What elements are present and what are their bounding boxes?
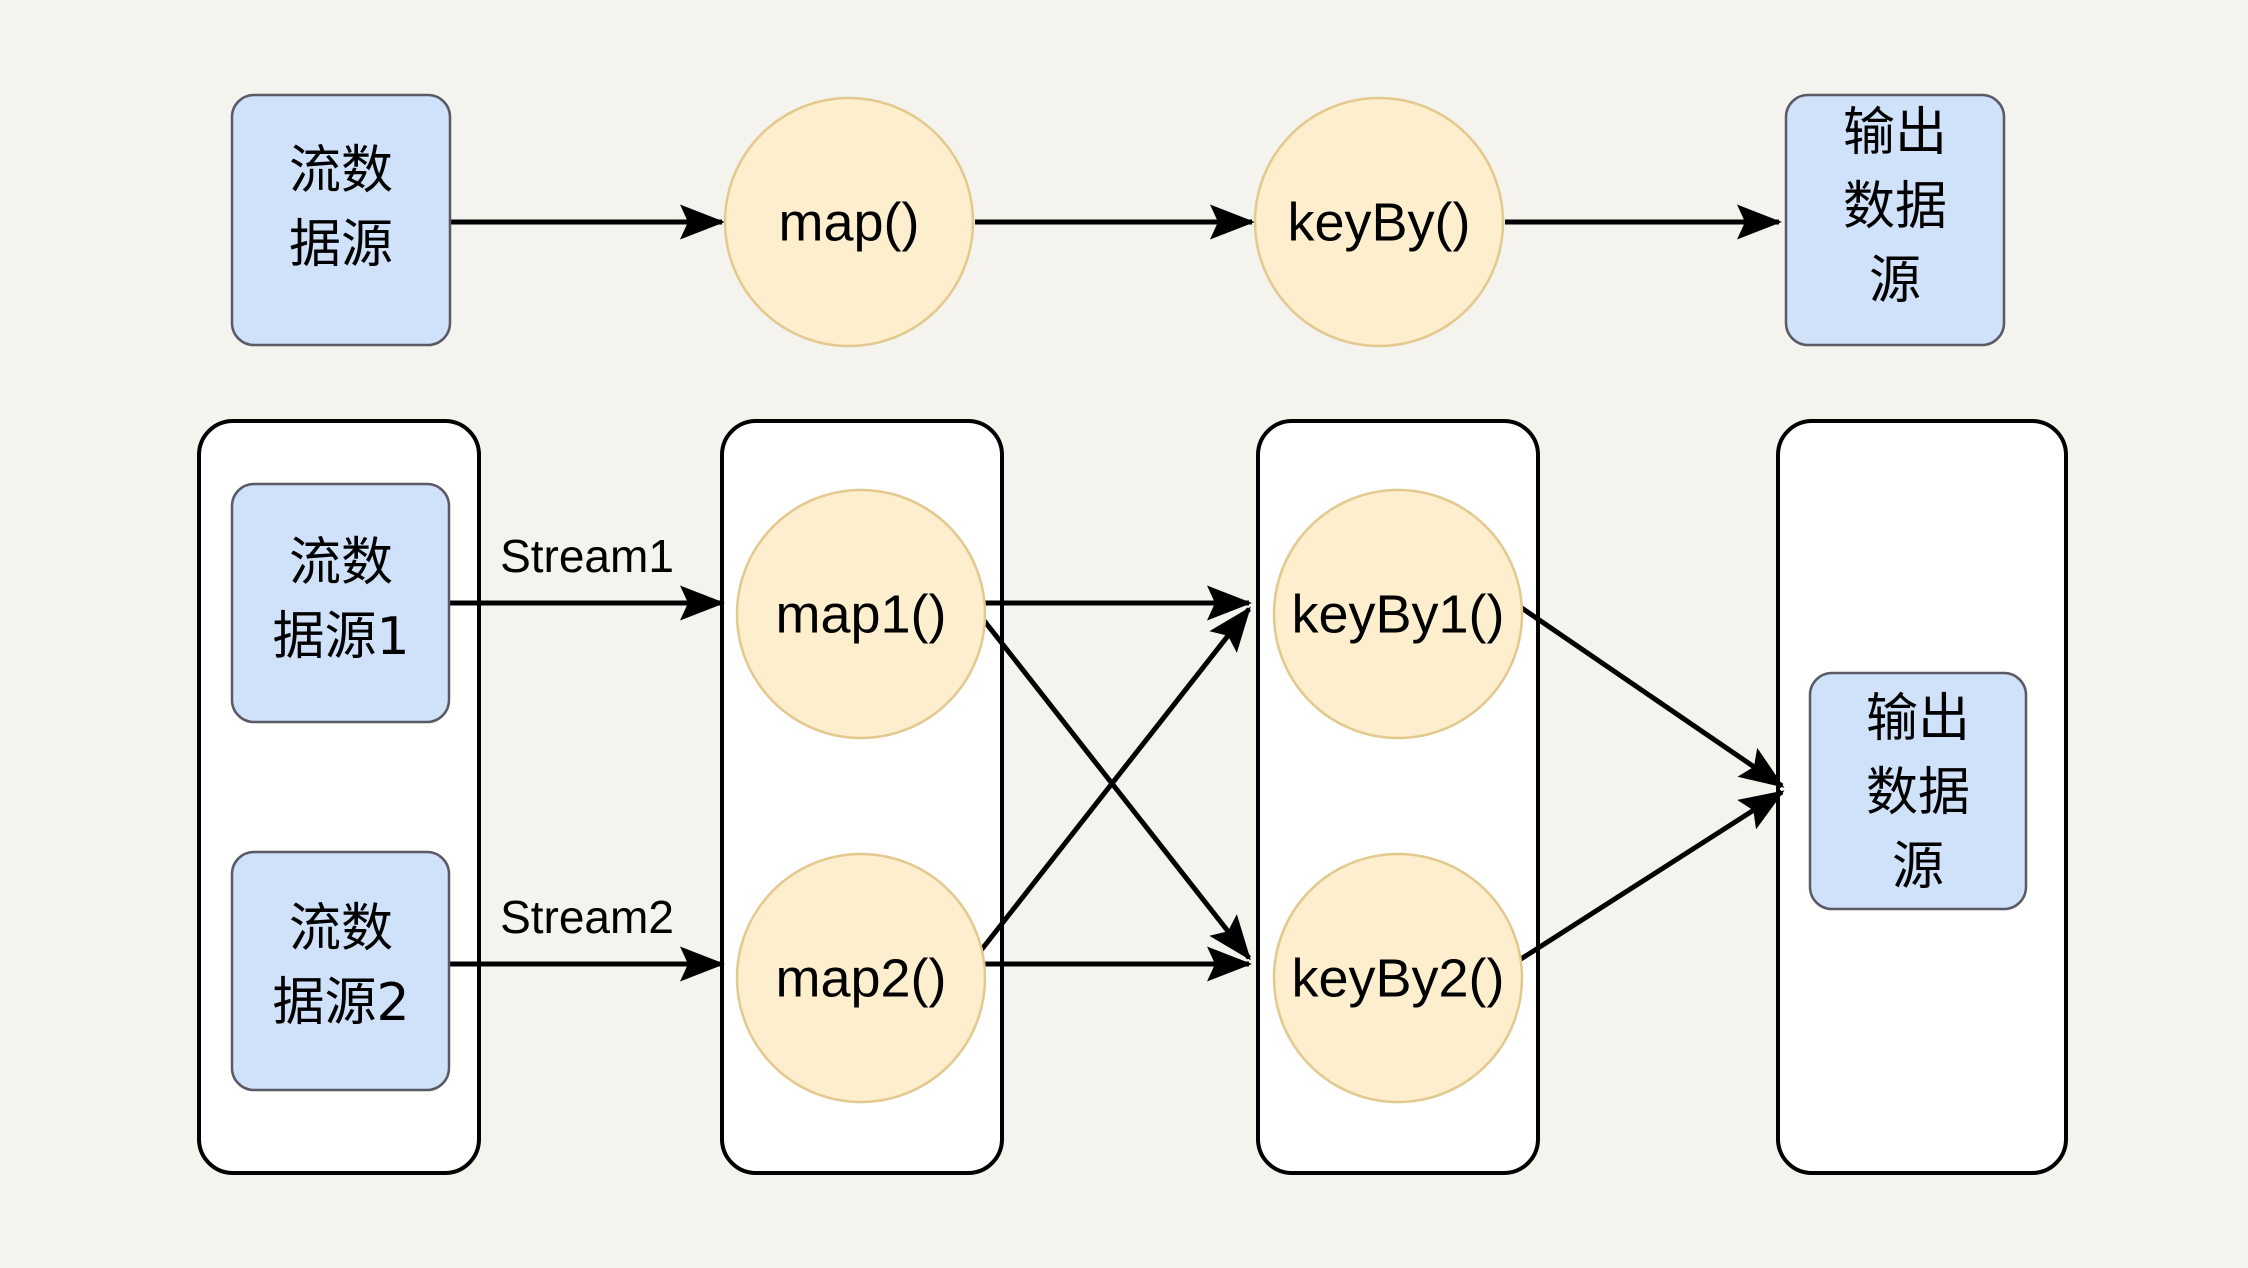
edge-label-stream2: Stream2 bbox=[500, 891, 674, 943]
output-sink-top-box[interactable] bbox=[1784, 93, 2006, 347]
stream-source-2-label-line2: 据源2 bbox=[272, 973, 409, 1033]
stream-source-top-label-line1: 流数 bbox=[289, 141, 393, 201]
map-top-circle[interactable] bbox=[723, 96, 975, 348]
edge-map2-to-keyby1 bbox=[973, 606, 1251, 960]
stream-source-2-label-line1: 流数 bbox=[289, 899, 393, 959]
node-map-top[interactable]: map() bbox=[723, 96, 975, 348]
map-2-circle[interactable] bbox=[735, 852, 987, 1104]
node-stream-source-2[interactable]: 流数 据源2 bbox=[230, 850, 451, 1092]
map-1-circle[interactable] bbox=[735, 488, 987, 740]
output-sink-top-label-line1: 输出 bbox=[1843, 103, 1947, 163]
output-sink-label-line2: 数据 bbox=[1866, 763, 1970, 823]
keyby-1-circle[interactable] bbox=[1272, 488, 1524, 740]
map-1-label: map1() bbox=[775, 584, 946, 644]
parallel-dataflow-row: 流数 据源1 流数 据源2 map1() map2() keyBy1() bbox=[197, 419, 2068, 1175]
logical-dataflow-row: 流数 据源 map() keyBy() 输出 数据 源 bbox=[230, 93, 2006, 348]
output-sink-label-line3: 源 bbox=[1892, 837, 1944, 897]
edge-keyby2-to-sink bbox=[1508, 789, 1785, 969]
stream-source-1-label-line2: 据源1 bbox=[272, 607, 409, 667]
stream-source-1-label-line1: 流数 bbox=[289, 533, 393, 593]
output-sink-top-label-line2: 数据 bbox=[1843, 177, 1947, 237]
node-stream-source-1[interactable]: 流数 据源1 bbox=[230, 482, 451, 724]
stream-source-1-box[interactable] bbox=[230, 482, 451, 724]
map-2-label: map2() bbox=[775, 948, 946, 1008]
node-output-sink[interactable]: 输出 数据 源 bbox=[1808, 671, 2028, 911]
keyby-top-circle[interactable] bbox=[1253, 96, 1505, 348]
edge-keyby1-to-sink bbox=[1508, 597, 1785, 789]
node-keyby-2[interactable]: keyBy2() bbox=[1272, 852, 1524, 1104]
output-sink-top-label-line3: 源 bbox=[1869, 251, 1921, 311]
node-output-sink-top[interactable]: 输出 数据 源 bbox=[1784, 93, 2006, 347]
edge-label-stream1: Stream1 bbox=[500, 530, 674, 582]
map-top-label: map() bbox=[778, 192, 919, 252]
stream-source-top-label-line2: 据源 bbox=[289, 215, 393, 275]
node-keyby-1[interactable]: keyBy1() bbox=[1272, 488, 1524, 740]
keyby-1-label: keyBy1() bbox=[1291, 584, 1504, 644]
keyby-2-circle[interactable] bbox=[1272, 852, 1524, 1104]
stream-source-top-box[interactable] bbox=[230, 93, 452, 347]
node-map-1[interactable]: map1() bbox=[735, 488, 987, 740]
node-stream-source-top[interactable]: 流数 据源 bbox=[230, 93, 452, 347]
output-sink-label-line1: 输出 bbox=[1866, 689, 1970, 749]
keyby-top-label: keyBy() bbox=[1287, 192, 1470, 252]
output-sink-box[interactable] bbox=[1808, 671, 2028, 911]
node-map-2[interactable]: map2() bbox=[735, 852, 987, 1104]
keyby-2-label: keyBy2() bbox=[1291, 948, 1504, 1008]
node-keyby-top[interactable]: keyBy() bbox=[1253, 96, 1505, 348]
stream-source-2-box[interactable] bbox=[230, 850, 451, 1092]
